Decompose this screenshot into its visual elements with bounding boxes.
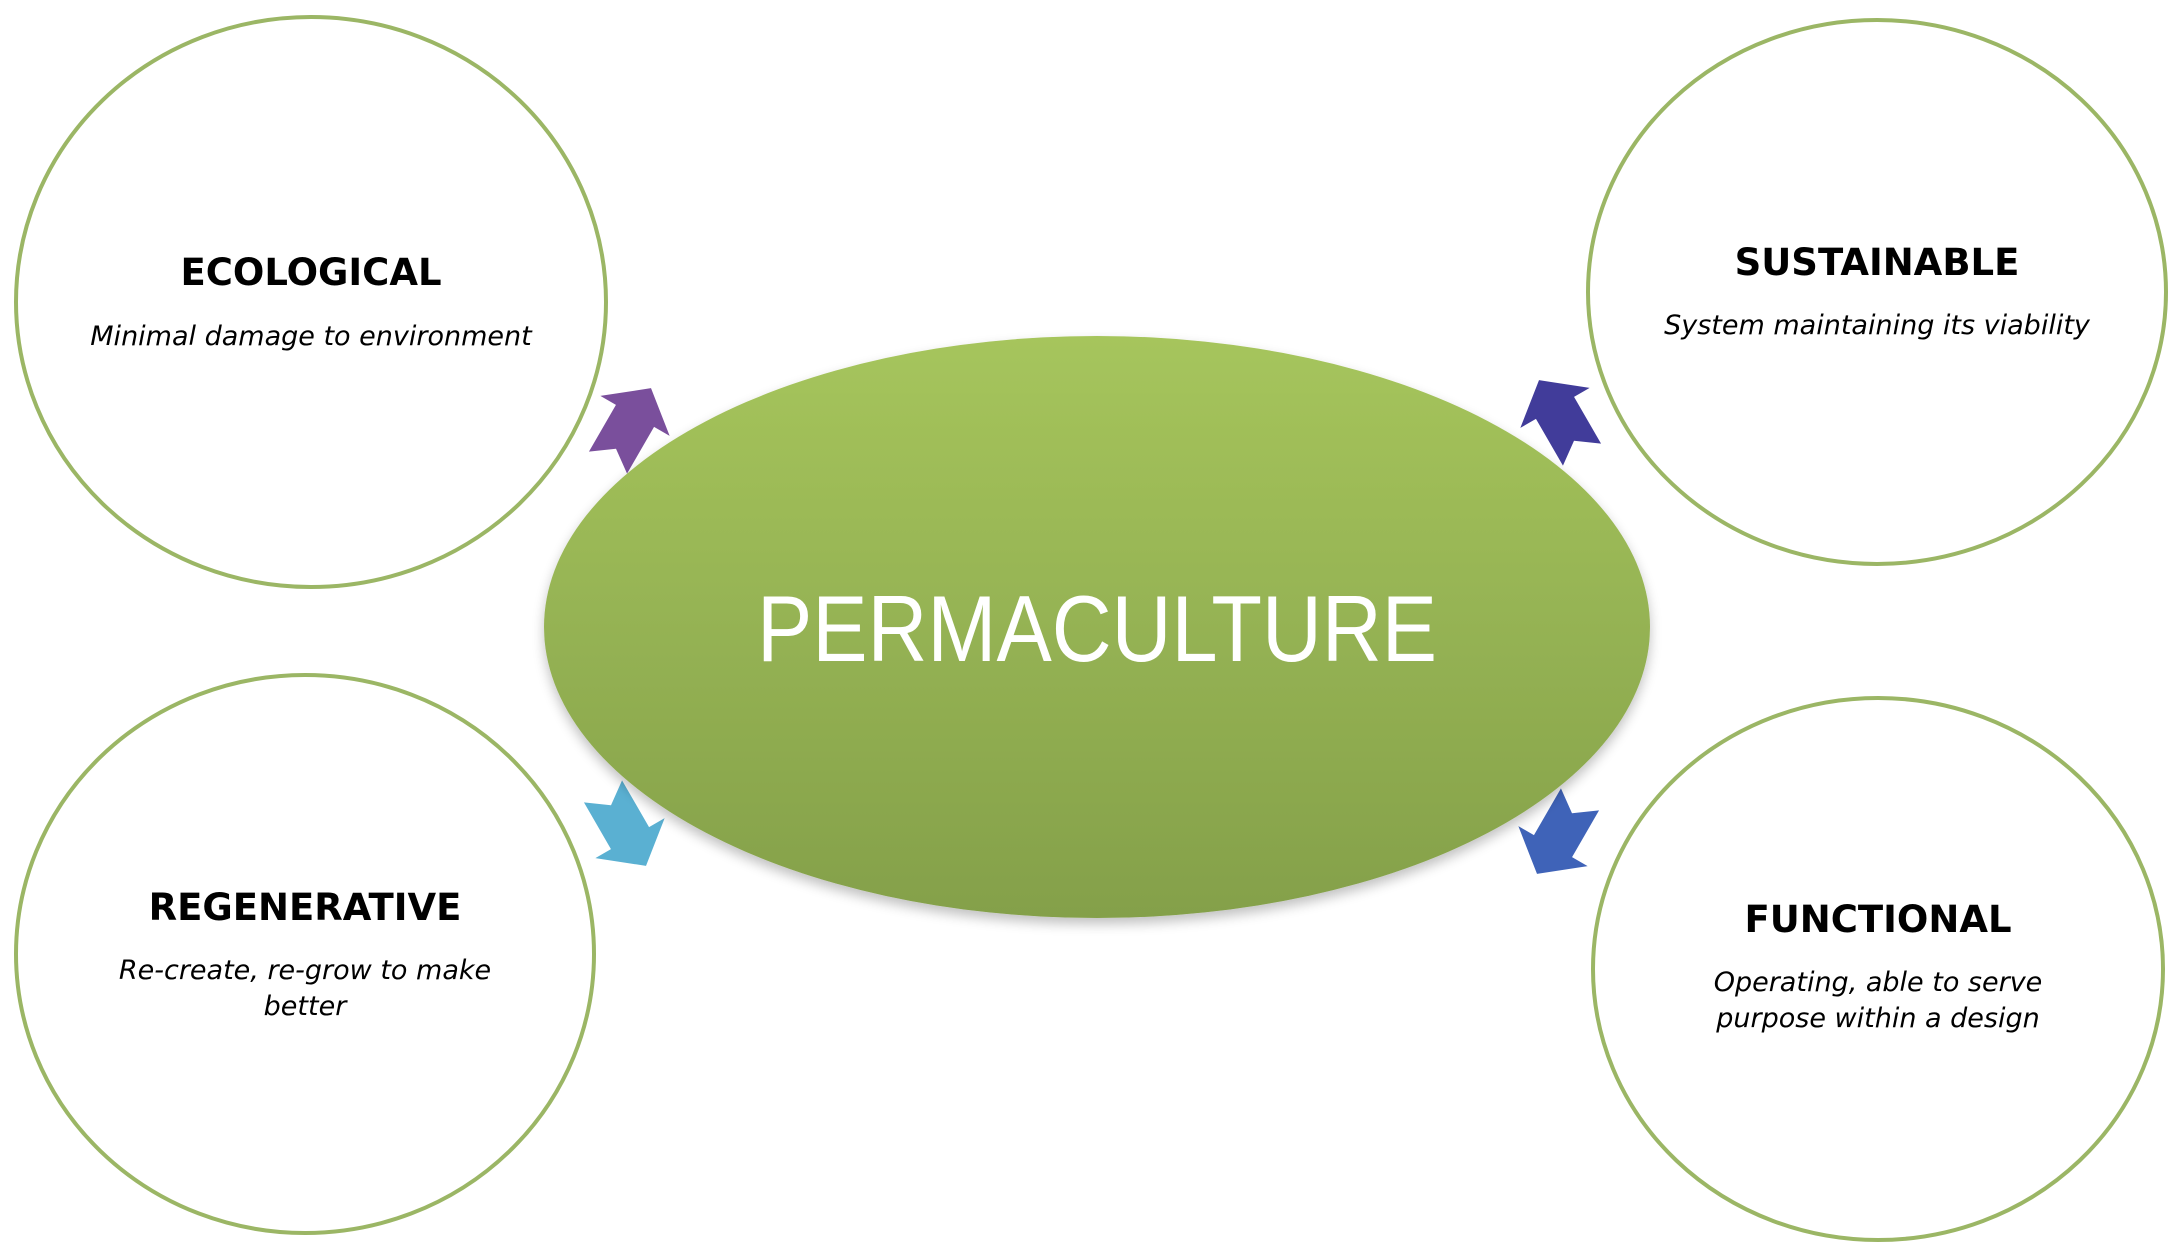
node-description: Re-create, re-grow to make: [119, 955, 491, 986]
node-description: Minimal damage to environment: [90, 321, 533, 352]
arrow-ecological-icon: [588, 388, 670, 474]
center-concept: PERMACULTURE: [544, 336, 1650, 918]
center-label: PERMACULTURE: [757, 576, 1437, 681]
node-circle: [14, 673, 596, 1235]
node-title: REGENERATIVE: [149, 886, 462, 929]
node-regenerative: REGENERATIVE Re-create, re-grow to make …: [14, 673, 596, 1235]
node-sustainable: SUSTAINABLE System maintaining its viabi…: [1586, 18, 2168, 566]
node-title: ECOLOGICAL: [180, 251, 441, 294]
arrow-functional: [1518, 788, 1600, 874]
arrow-functional-icon: [1518, 788, 1600, 874]
node-circle: [14, 15, 608, 589]
arrow-regenerative-icon: [583, 780, 665, 866]
arrow-ecological: [588, 388, 670, 474]
node-description: Operating, able to serve: [1714, 967, 2043, 998]
node-title: FUNCTIONAL: [1744, 898, 2011, 941]
node-functional: FUNCTIONAL Operating, able to serve purp…: [1591, 696, 2165, 1242]
node-title: SUSTAINABLE: [1735, 241, 2020, 284]
node-description: purpose within a design: [1715, 1003, 2039, 1034]
node-ecological: ECOLOGICAL Minimal damage to environment: [14, 15, 608, 589]
node-description: better: [264, 991, 349, 1022]
arrow-sustainable-icon: [1520, 380, 1602, 466]
arrow-regenerative: [583, 780, 665, 866]
center-ellipse: [544, 336, 1650, 918]
node-circle: [1591, 696, 2165, 1242]
node-description: System maintaining its viability: [1664, 310, 2091, 341]
arrow-sustainable: [1520, 380, 1602, 466]
node-circle: [1586, 18, 2168, 566]
